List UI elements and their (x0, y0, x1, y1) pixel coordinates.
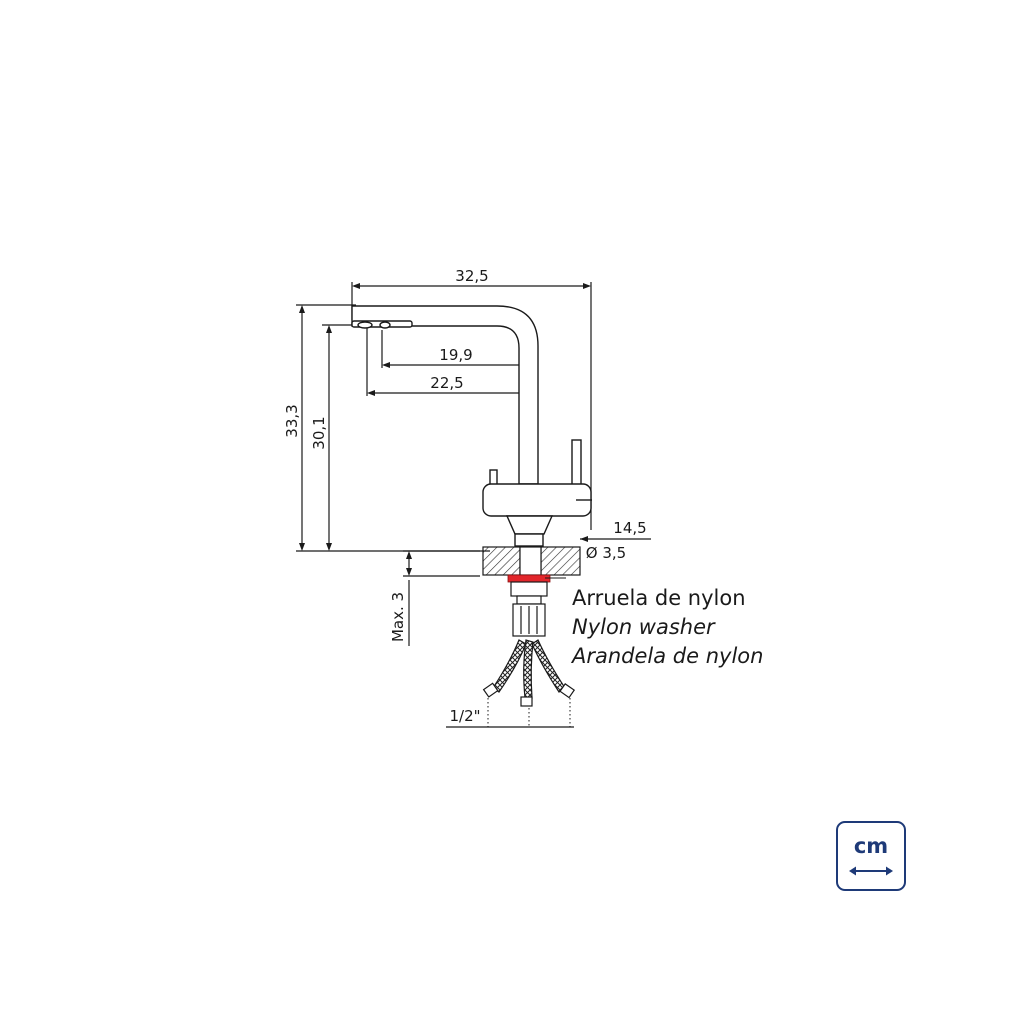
countertop-section (482, 546, 581, 576)
washer-label-block: Arruela de nylon Nylon washer Arandela d… (572, 584, 763, 671)
dim-spout-height: 30,1 (310, 416, 328, 449)
dim-height-total: 33,3 (283, 404, 301, 437)
dimension-lines (296, 282, 651, 728)
washer-label-es: Arandela de nylon (572, 644, 764, 668)
unit-text: cm (853, 834, 889, 858)
dim-spout-reach-inner: 19,9 (439, 346, 472, 364)
braided-hoses (482, 639, 576, 707)
dim-lever-offset: 14,5 (613, 519, 646, 537)
unit-badge: cm (836, 821, 906, 891)
nylon-washer (507, 574, 551, 583)
dim-spout-reach-outer: 22,5 (430, 374, 463, 392)
washer-label-en: Nylon washer (572, 615, 715, 639)
washer-label-pt: Arruela de nylon (572, 586, 746, 610)
double-arrow-icon (849, 866, 893, 876)
dim-connection: 1/2" (449, 707, 480, 725)
dim-max-countertop: Max. 3 (389, 592, 407, 642)
dimension-arrows (299, 283, 591, 576)
dim-width-total: 32,5 (455, 267, 488, 285)
mounting-shank (510, 581, 548, 637)
faucet-body (351, 305, 592, 547)
connection-guides (487, 698, 571, 727)
dim-hole-diameter: Ø 3,5 (586, 544, 626, 562)
